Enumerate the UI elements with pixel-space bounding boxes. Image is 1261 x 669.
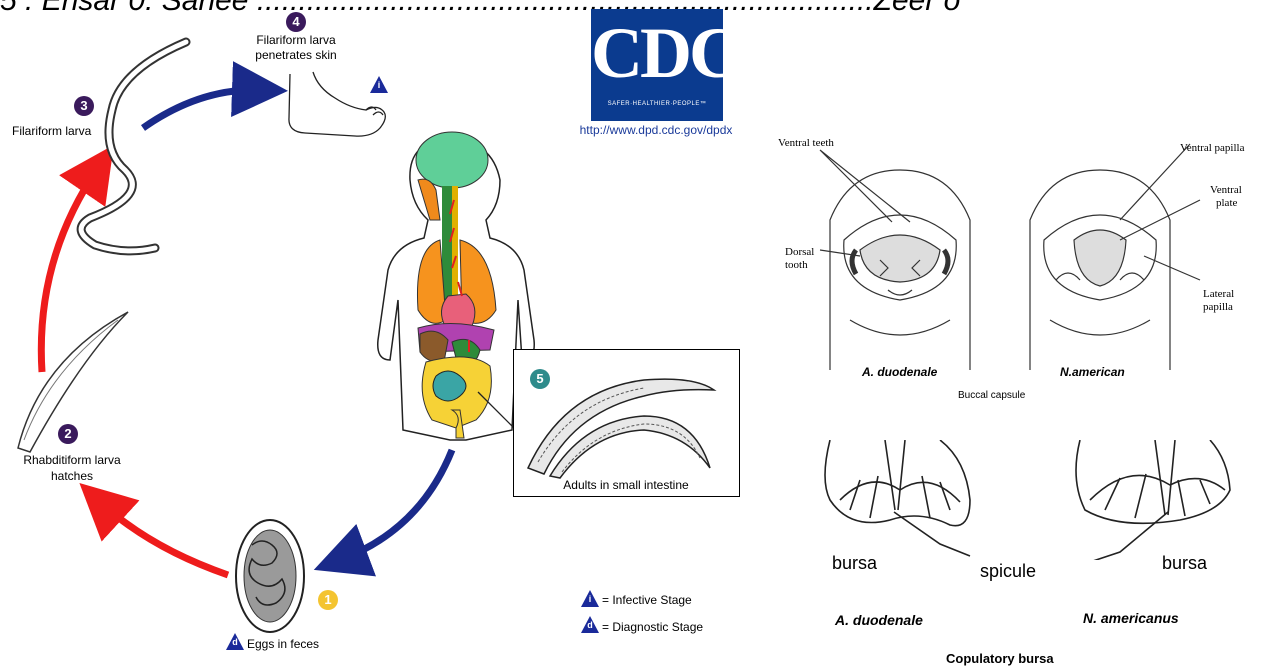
bursa-species-left: A. duodenale [835, 612, 923, 628]
stage-2-label-line1: Rhabditiform larva [8, 453, 136, 468]
stage-4-label-line1: Filariform larva [236, 33, 356, 48]
buccal-species-left: A. duodenale [862, 365, 937, 379]
legend-diagnostic-label: = Diagnostic Stage [602, 620, 703, 635]
stage-1-badge: 1 [318, 590, 338, 610]
arrow-body-to-egg [340, 450, 452, 560]
label-ventral-teeth: Ventral teeth [778, 137, 834, 149]
cdc-tagline: SAFER·HEALTHIER·PEOPLE™ [591, 101, 723, 107]
buccal-species-right: N.american [1060, 365, 1125, 379]
stage-2-badge: 2 [58, 424, 78, 444]
arrow-egg-to-hatch [100, 502, 228, 575]
spicule-label: spicule [980, 561, 1036, 582]
stage-4-label-line2: penetrates skin [236, 48, 356, 63]
copulatory-bursa-diagram [790, 440, 1250, 560]
stage-1-label: Eggs in feces [247, 637, 319, 652]
label-ventral-plate-line1: Ventral [1210, 184, 1242, 196]
label-ventral-papilla: Ventral papilla [1180, 142, 1244, 154]
arrow-filariform-to-skin [143, 90, 260, 128]
cdc-logo-text: CDC [591, 13, 723, 93]
bursa-label-left: bursa [832, 553, 877, 574]
label-lateral-papilla-line1: Lateral [1203, 288, 1234, 300]
bursa-label-right: bursa [1162, 553, 1207, 574]
human-body-illustration [378, 132, 535, 440]
stage-3-label: Filariform larva [12, 124, 91, 139]
label-dorsal-tooth-line2: tooth [785, 259, 808, 271]
bursa-caption: Copulatory bursa [946, 651, 1054, 666]
legend-infective-icon: i [581, 590, 599, 607]
cdc-url[interactable]: http://www.dpd.cdc.gov/dpdx [566, 123, 746, 137]
bursa-species-right: N. americanus [1083, 610, 1179, 626]
buccal-capsule-diagram [760, 130, 1261, 400]
stage-3-badge: 3 [74, 96, 94, 116]
filariform-larva-illustration [81, 42, 186, 251]
legend-diagnostic-icon: d [581, 616, 599, 633]
diagnostic-stage-icon: d [226, 633, 244, 650]
legend-infective-label: = Infective Stage [602, 593, 692, 608]
stage-4-badge: 4 [286, 12, 306, 32]
stage-5-label: Adults in small intestine [514, 478, 738, 493]
egg-illustration [236, 520, 304, 632]
infective-stage-icon: i [370, 76, 388, 93]
stage-2-label-line2: hatches [8, 469, 136, 484]
buccal-caption: Buccal capsule [958, 390, 1025, 401]
label-dorsal-tooth-line1: Dorsal [785, 246, 814, 258]
adult-worms-illustration [514, 350, 738, 494]
label-lateral-papilla-line2: papilla [1203, 301, 1233, 313]
label-ventral-plate-line2: plate [1216, 197, 1237, 209]
